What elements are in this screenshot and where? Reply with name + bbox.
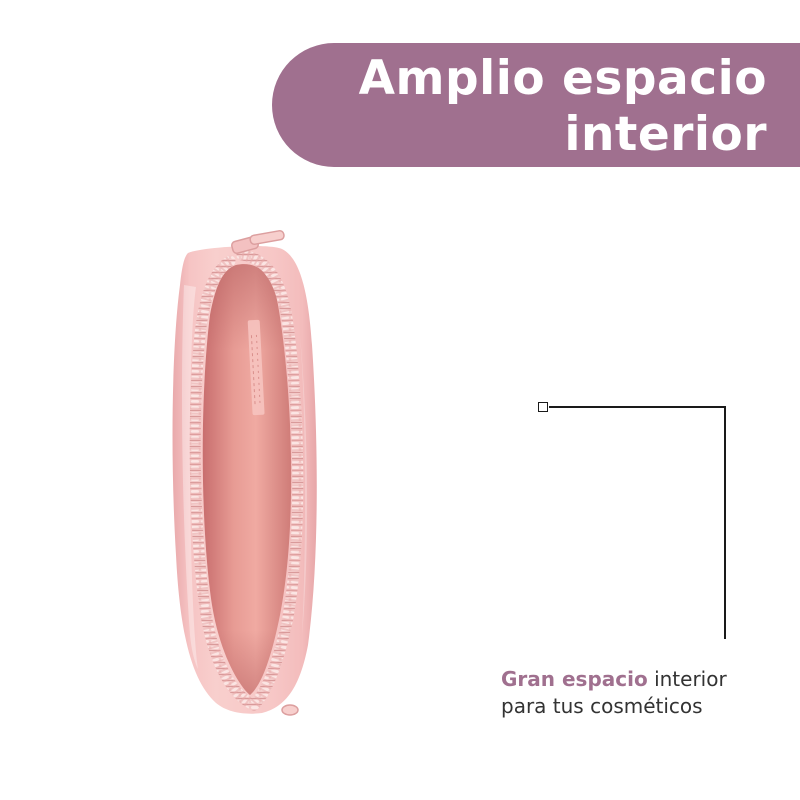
banner-title-line-1: Amplio espacio xyxy=(358,51,767,106)
callout-rest: interior xyxy=(647,667,727,691)
banner-title: Amplio espacio interior xyxy=(359,51,767,163)
callout-line-1: Gran espacio interior xyxy=(501,666,791,693)
callout-text: Gran espacio interior para tus cosmético… xyxy=(501,666,791,720)
callout-line-horizontal xyxy=(549,406,726,408)
pencil-case-image xyxy=(172,229,317,716)
callout-line-2: para tus cosméticos xyxy=(501,694,703,718)
header-banner: Amplio espacio interior xyxy=(272,43,800,167)
square-marker-icon xyxy=(538,402,548,412)
banner-title-line-2: interior xyxy=(564,107,767,162)
callout-highlight: Gran espacio xyxy=(501,667,648,691)
callout-line-vertical xyxy=(724,406,726,639)
